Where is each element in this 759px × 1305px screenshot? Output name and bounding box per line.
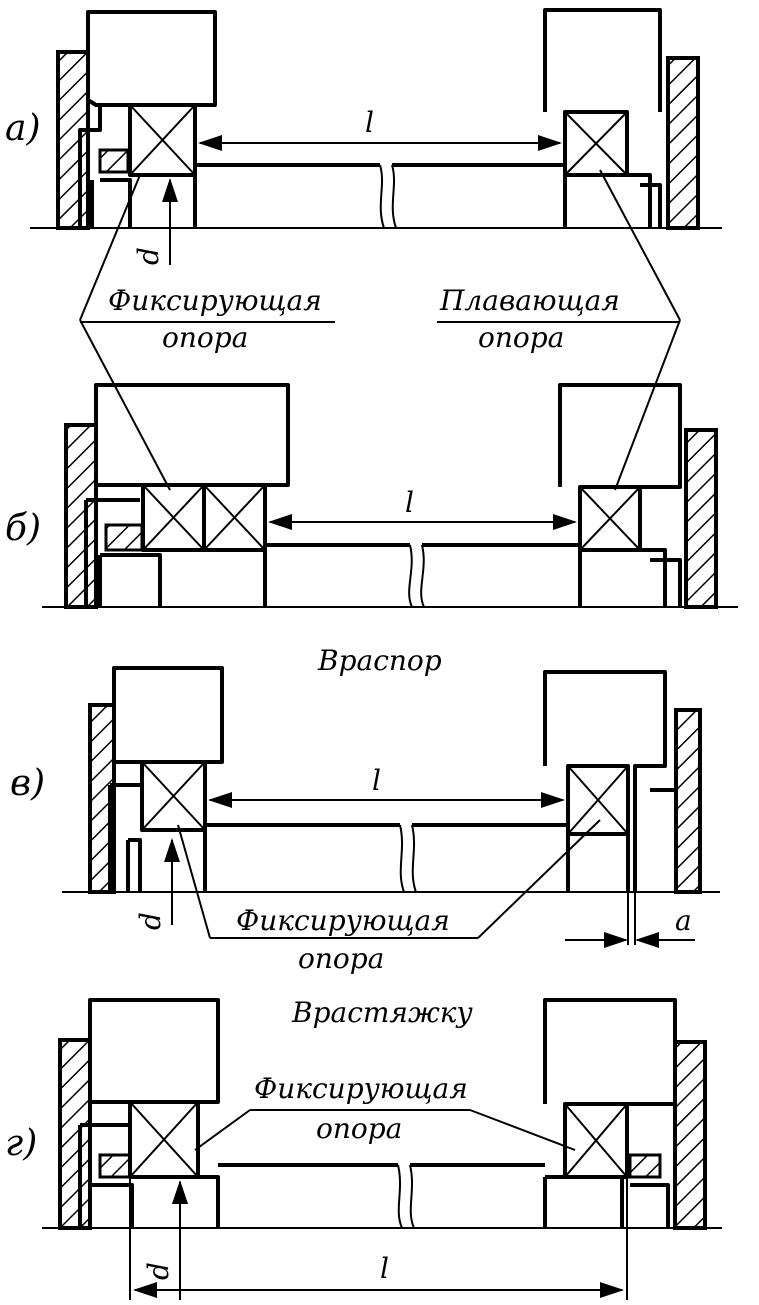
panel-v-dim-l: l: [372, 764, 381, 797]
panel-g: [42, 998, 722, 1300]
panel-v-dim-a: a: [675, 904, 692, 937]
support-leaders: [79, 169, 681, 491]
panel-v: [62, 666, 720, 948]
panel-a: [30, 8, 722, 265]
floating-support-label: Плавающая: [439, 284, 620, 317]
floating-support-label-b: опора: [478, 321, 564, 354]
panel-g-tag: г): [5, 1123, 37, 1164]
panel-b: [42, 383, 738, 609]
panel-g-dim-l: l: [380, 1252, 389, 1285]
fixed-support-label-1b: опора: [162, 321, 248, 354]
spacer-scheme-title: Враспор: [317, 644, 442, 677]
fixed-support-label-2: Фиксирующая: [236, 904, 450, 937]
panel-b-dim-l: l: [405, 486, 414, 519]
tension-scheme-title: Врастяжку: [291, 996, 474, 1029]
fixed-support-label-1: Фиксирующая: [108, 284, 322, 317]
panel-a-dim-l: l: [365, 106, 374, 139]
fixed-support-label-3: Фиксирующая: [254, 1072, 468, 1105]
panel-v-dim-d: d: [134, 912, 167, 930]
panel-a-dim-d: d: [132, 247, 165, 265]
fixed-support-label-3b: опора: [316, 1112, 402, 1145]
panel-v-tag: в): [10, 763, 45, 804]
panel-g-dim-d: d: [142, 1262, 175, 1280]
fixed-support-label-2b: опора: [298, 942, 384, 975]
panel-b-tag: б): [5, 508, 41, 549]
panel-a-tag: а): [5, 108, 41, 149]
